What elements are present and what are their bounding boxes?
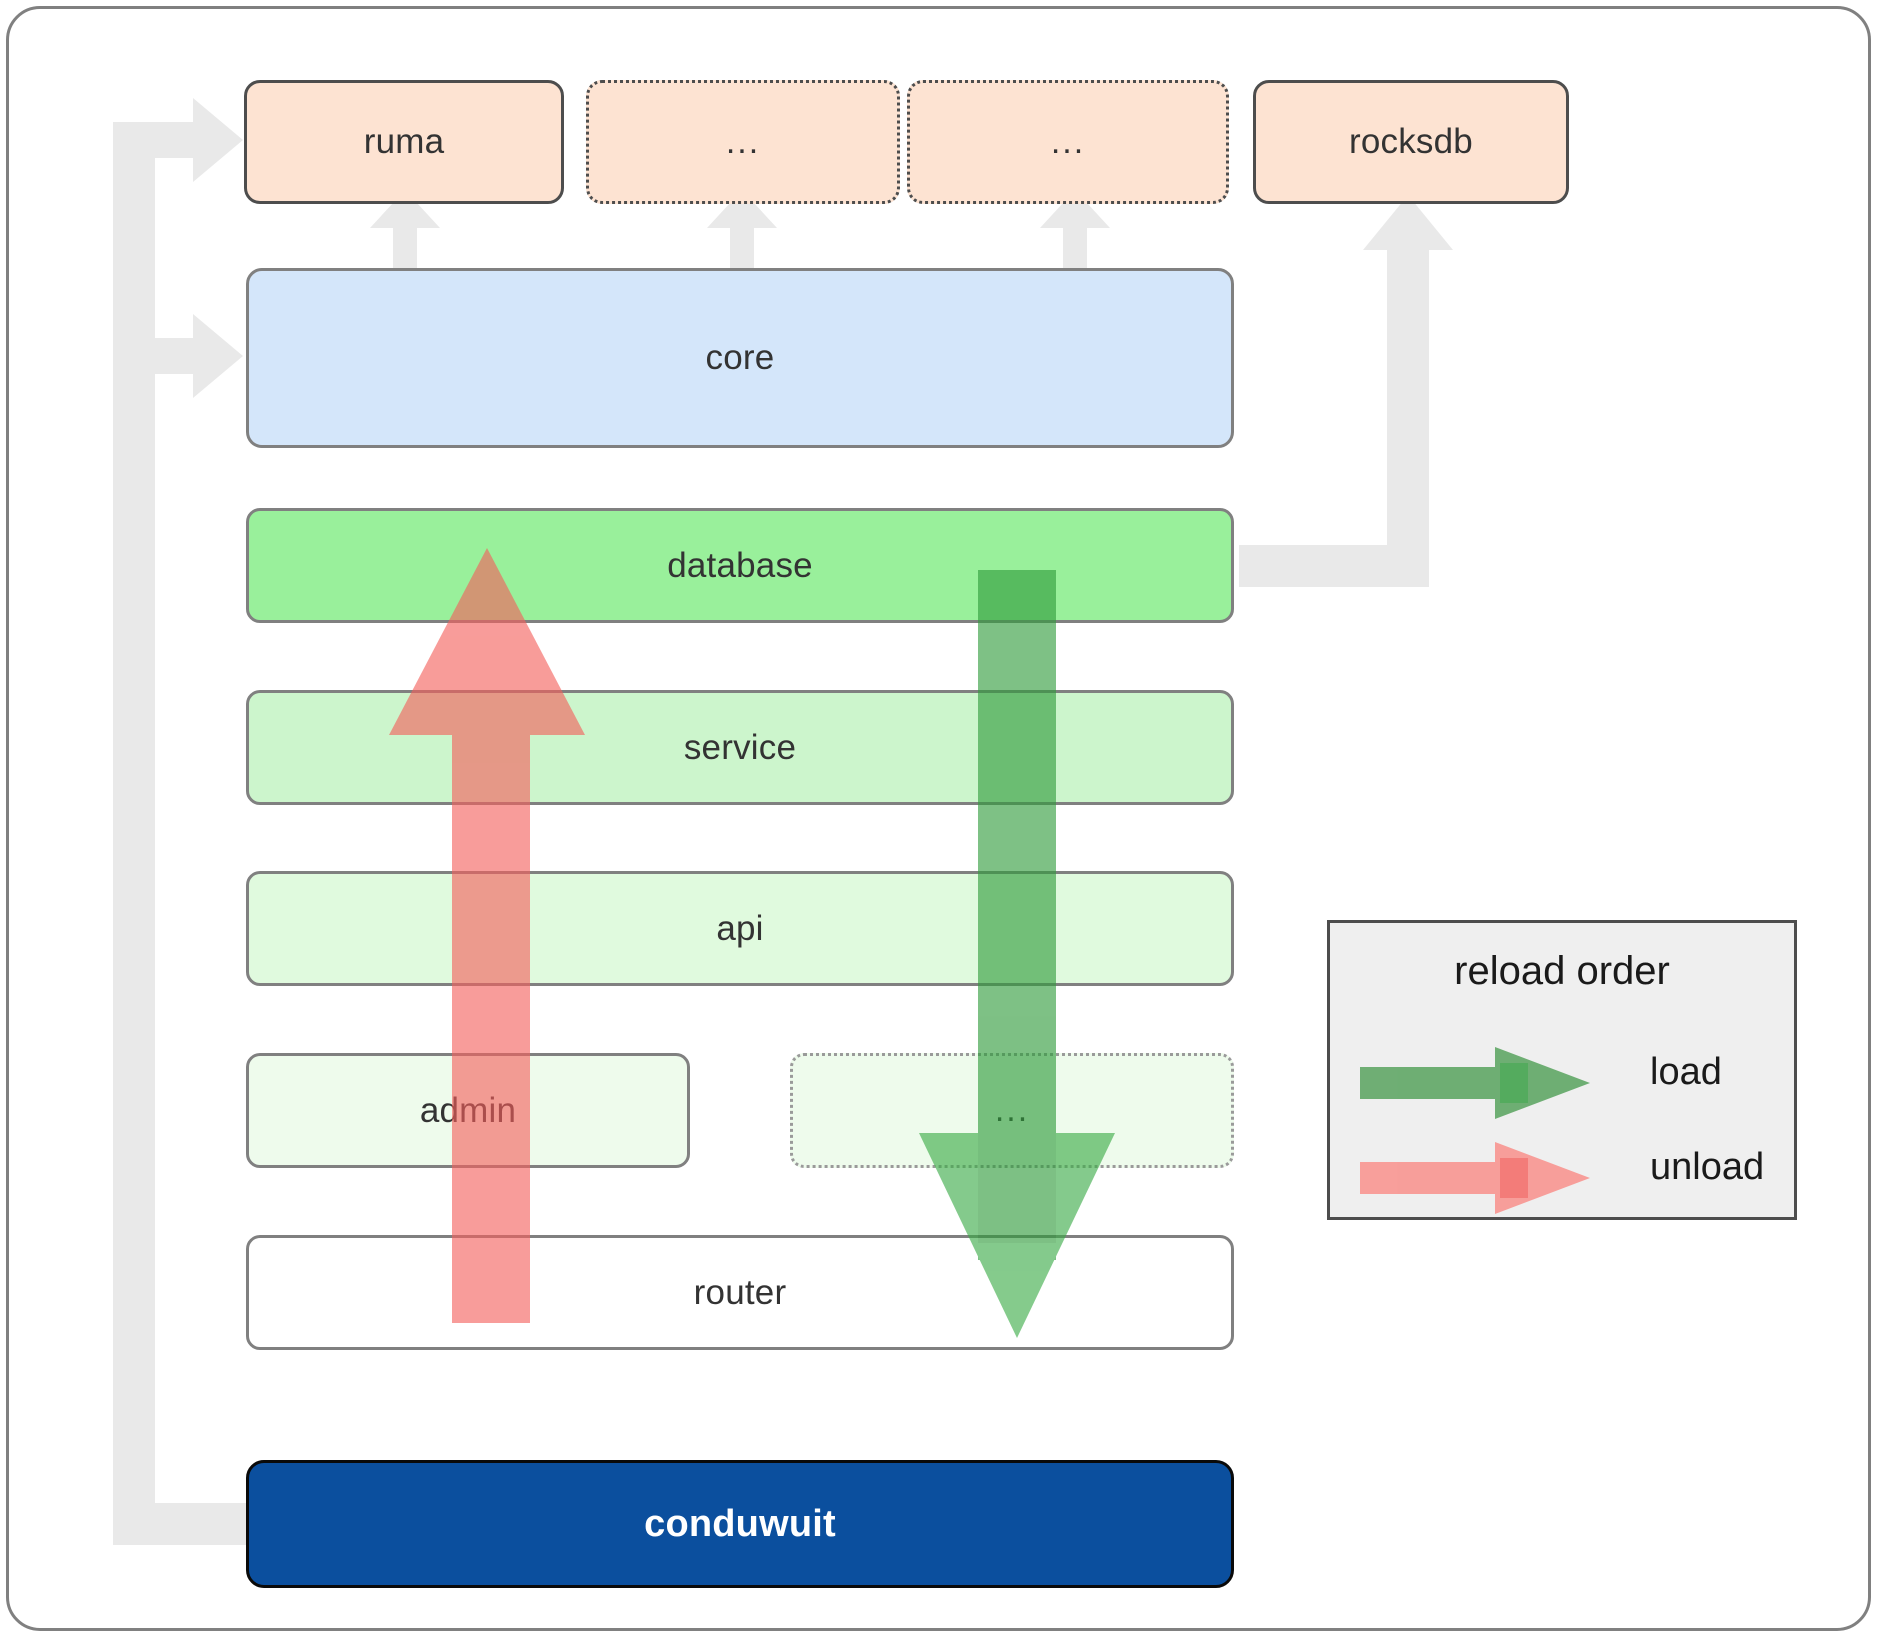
legend-box: reload order load xyxy=(1327,920,1797,1220)
legend-row-load: load xyxy=(1330,1043,1794,1123)
connector-core-to-ext3 xyxy=(1040,190,1110,272)
load-arrow-head-overlap xyxy=(978,1133,1056,1243)
legend-title: reload order xyxy=(1454,949,1670,993)
node-label: ... xyxy=(1050,122,1086,161)
connector-core-to-ext2 xyxy=(707,190,777,272)
node-label: service xyxy=(683,727,797,767)
node-ext-placeholder-2[interactable]: ... xyxy=(907,80,1229,204)
node-label: ... xyxy=(725,122,761,161)
node-router[interactable]: router xyxy=(246,1235,1234,1350)
node-label: core xyxy=(705,338,775,377)
node-label: conduwuit xyxy=(644,1502,836,1545)
connector-core-to-ruma xyxy=(370,190,440,272)
unload-arrow xyxy=(389,548,585,1323)
connector-conduwuit-base xyxy=(113,1503,250,1545)
node-rocksdb[interactable]: rocksdb xyxy=(1253,80,1569,204)
node-ruma[interactable]: ruma xyxy=(244,80,564,204)
node-ext-placeholder-1[interactable]: ... xyxy=(586,80,900,204)
legend-row-unload: unload xyxy=(1330,1138,1794,1218)
load-legend-icon xyxy=(1360,1047,1590,1119)
connector-conduwuit-trunk xyxy=(113,130,155,1524)
node-core[interactable]: core xyxy=(246,268,1234,448)
unload-legend-icon xyxy=(1360,1142,1590,1214)
node-label: router xyxy=(693,1272,787,1312)
unload-arrow-shaft xyxy=(452,653,530,1323)
connector-rocksdb-head xyxy=(1363,195,1453,250)
node-label: ruma xyxy=(363,122,445,161)
connector-database-to-rocksdb xyxy=(1239,545,1387,587)
connector-to-core xyxy=(113,314,243,398)
load-arrow xyxy=(919,570,1115,1338)
unload-arrow-head xyxy=(389,548,585,735)
node-conduwuit[interactable]: conduwuit xyxy=(246,1460,1234,1588)
node-database[interactable]: database xyxy=(246,508,1234,623)
node-label: api xyxy=(716,908,764,948)
connector-database-to-rocksdb-riser xyxy=(1387,250,1429,587)
node-label: database xyxy=(667,545,813,585)
legend-label-load: load xyxy=(1650,1051,1722,1093)
node-label: rocksdb xyxy=(1349,122,1473,161)
unload-arrow-head-overlap xyxy=(452,645,530,735)
legend-label-unload: unload xyxy=(1650,1146,1765,1188)
connector-to-ruma xyxy=(113,98,243,182)
node-api[interactable]: api xyxy=(246,871,1234,986)
